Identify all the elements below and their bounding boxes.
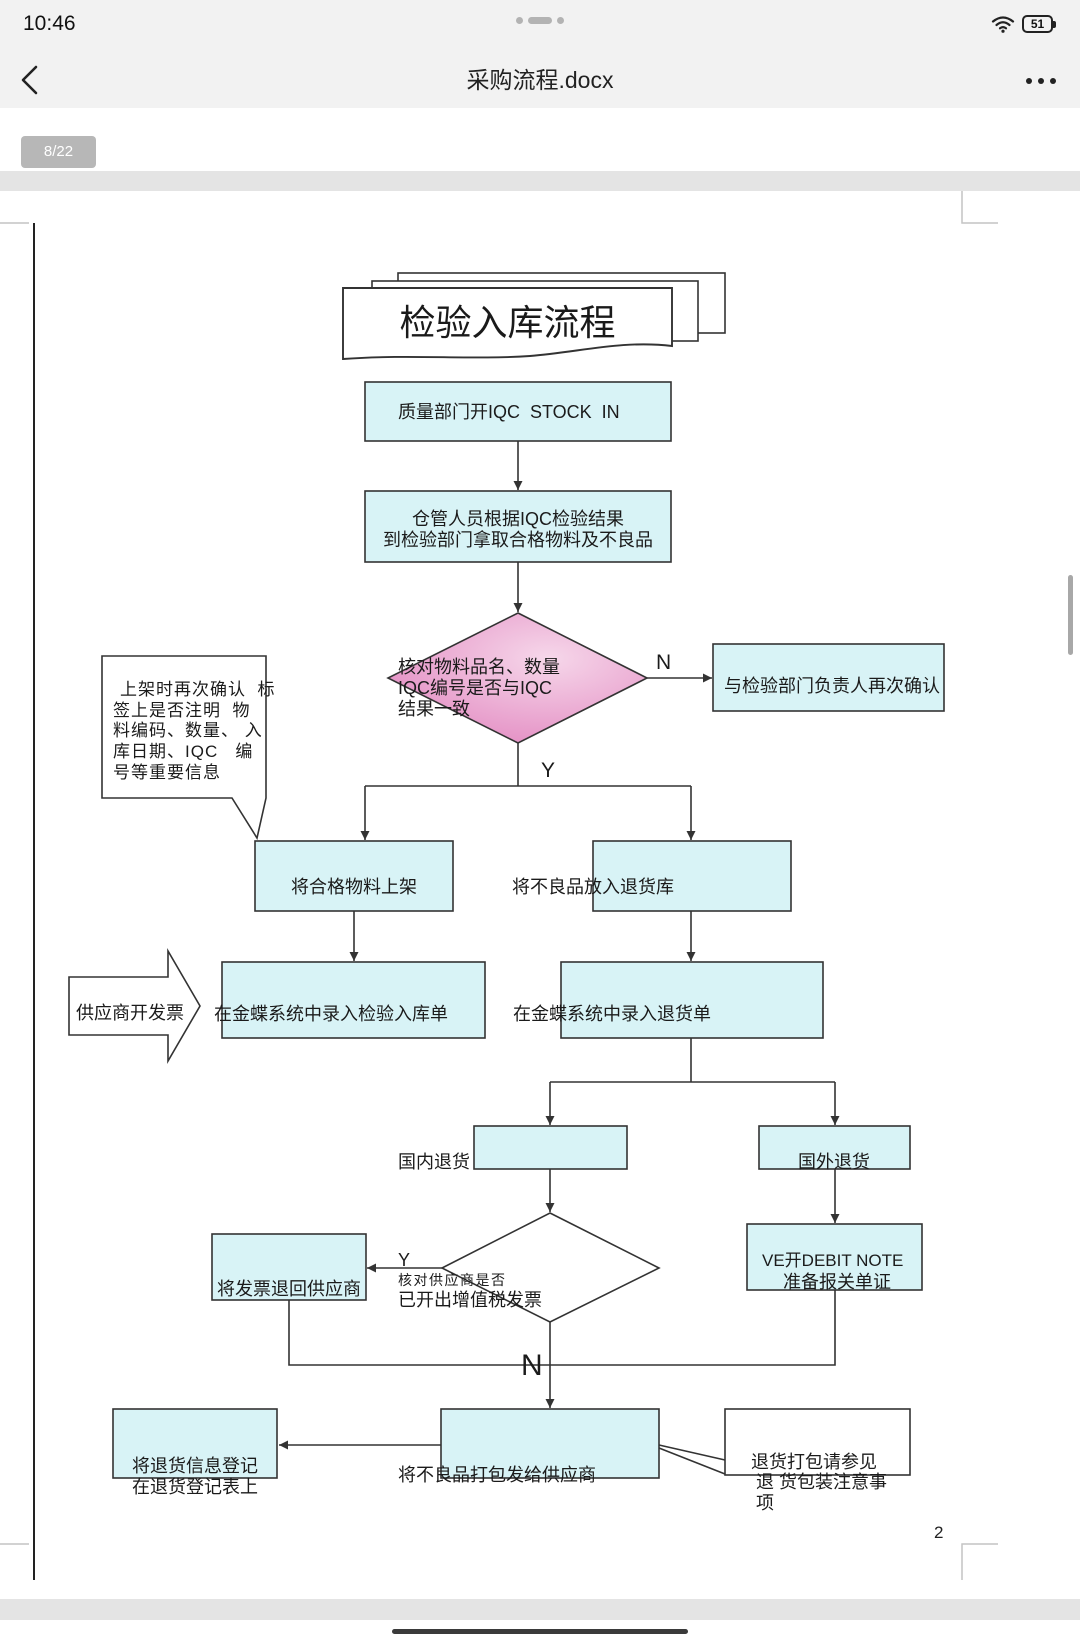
multitask-dot-center: [528, 17, 552, 24]
more-dot: [1050, 78, 1056, 84]
more-horizontal-icon: [1026, 78, 1032, 84]
text-supplier-invoice: 供应商开发票: [76, 1003, 184, 1023]
text-register-line1: 将退货信息登记: [132, 1456, 258, 1476]
box-overseas-return: [758, 1125, 911, 1170]
box-return-store: [592, 840, 792, 912]
text-shelf-note-line1: 上架时再次确认 标: [120, 680, 276, 699]
connector-packing-note-b: [658, 1447, 726, 1475]
box-collect-materials: [364, 490, 672, 563]
page-toolbar: [0, 108, 1080, 171]
text-packing-note-line3: 项: [756, 1493, 774, 1513]
box-reconfirm: [712, 643, 945, 712]
status-time: 10:46: [23, 12, 76, 35]
box-kingdee-return: [560, 961, 824, 1039]
text-iqc-stock-in: 质量部门开IQC STOCK IN: [398, 402, 620, 422]
text-shelve: 将合格物料上架: [291, 877, 417, 897]
text-shelf-note-line4: 库日期、IQC 编: [113, 742, 254, 761]
text-check-line2: IQC编号是否与IQC: [398, 678, 553, 698]
box-register-return: [112, 1408, 278, 1479]
text-collect-line1: 仓管人员根据IQC检验结果: [412, 509, 624, 529]
text-packing-note-line2: 退 货包装注意事: [756, 1472, 888, 1492]
label-no-1: N: [656, 651, 672, 674]
text-overseas-return: 国外退货: [798, 1152, 870, 1172]
page-gap-top: [0, 171, 1080, 191]
document-title: 采购流程.docx: [466, 67, 614, 93]
corner-mark-bottom-right: [961, 1543, 998, 1580]
page-indicator: 8/22: [21, 136, 96, 168]
text-kingdee-return: 在金蝶系统中录入退货单: [513, 1004, 711, 1024]
battery-icon: 51: [1022, 15, 1053, 33]
text-shelf-note-line5: 号等重要信息: [113, 763, 221, 782]
multitasking-dots-icon[interactable]: [510, 16, 570, 26]
connector-packing-note-a: [658, 1444, 726, 1461]
box-packing-note: [724, 1408, 911, 1476]
box-iqc-stock-in: [364, 381, 672, 442]
text-domestic-return: 国内退货: [398, 1152, 470, 1172]
text-pack-ship: 将不良品打包发给供应商: [398, 1465, 596, 1485]
text-register-line2: 在退货登记表上: [132, 1477, 258, 1497]
text-debit-note-line1: VE开DEBIT NOTE: [762, 1251, 904, 1270]
text-kingdee-inbound: 在金蝶系统中录入检验入库单: [214, 1004, 448, 1024]
vertical-scrollbar[interactable]: [1068, 575, 1073, 655]
corner-mark-top-right: [961, 191, 998, 224]
box-domestic-return: [473, 1125, 628, 1170]
callout-shelf-note: [101, 655, 267, 841]
chevron-left-icon: [21, 65, 38, 95]
back-button[interactable]: [8, 60, 52, 100]
text-return-invoice: 将发票退回供应商: [217, 1279, 361, 1299]
box-pack-ship: [440, 1408, 660, 1479]
text-invoice-check-line2: 已开出增值税发票: [398, 1290, 542, 1310]
text-check-line3: 结果一致: [398, 699, 470, 719]
flowchart-title: 检验入库流程: [399, 302, 616, 343]
wifi-icon: [991, 16, 1015, 33]
title-doc-shape: [342, 287, 673, 361]
text-reconfirm: 与检验部门负责人再次确认: [724, 676, 940, 696]
text-invoice-check-line1: 核对供应商是否: [398, 1272, 507, 1288]
multitask-dot-left: [516, 17, 523, 24]
multitask-dot-right: [557, 17, 564, 24]
page-number: 2: [934, 1523, 944, 1542]
more-button[interactable]: [1018, 62, 1064, 98]
page-gap-bottom: [0, 1599, 1080, 1620]
text-shelf-note-line3: 料编码、数量、 入: [113, 721, 263, 740]
more-dot: [1038, 78, 1044, 84]
battery-nub: [1053, 21, 1056, 28]
text-return-store: 将不良品放入退货库: [512, 877, 674, 897]
label-yes-1: Y: [541, 759, 556, 782]
text-packing-note-line1: 退货打包请参见: [751, 1452, 877, 1472]
home-indicator[interactable]: [392, 1629, 688, 1634]
label-yes-2: Y: [398, 1250, 411, 1270]
box-return-invoice: [211, 1233, 367, 1301]
box-debit-note: [746, 1223, 923, 1291]
text-shelf-note-line2: 签上是否注明 物: [113, 701, 251, 720]
text-collect-line2: 到检验部门拿取合格物料及不良品: [383, 530, 653, 550]
box-kingdee-inbound: [221, 961, 486, 1039]
label-no-2: N: [521, 1349, 543, 1382]
box-shelve: [254, 840, 454, 912]
text-check-line1: 核对物料品名、数量: [398, 657, 560, 677]
text-debit-note-line2: 准备报关单证: [783, 1272, 891, 1292]
block-arrow-supplier-invoice: [68, 948, 201, 1064]
line-merge: [288, 1290, 836, 1366]
